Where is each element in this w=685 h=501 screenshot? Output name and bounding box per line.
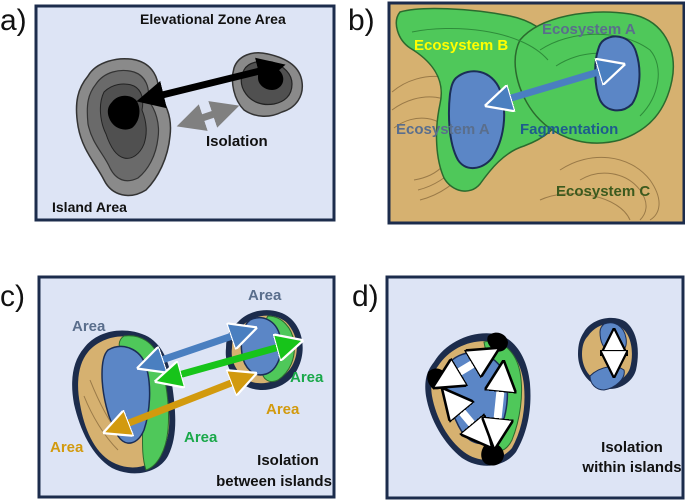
isolation-within-line2: within islands [581,459,681,476]
isolation-label: Isolation [206,133,268,150]
black-isolation-arrow [136,57,286,109]
area-label-top-left: Area [72,318,106,335]
gray-isolation-arrow [176,101,240,131]
panel-d-letter: d) [352,280,379,313]
fragmentation-label: Fagmentation [520,121,618,138]
area-label-top-right: Area [248,287,282,304]
ecosystem-a-label-right: Ecosystem A [542,21,636,38]
panel-b-letter: b) [348,4,375,37]
elevational-zone-area-label: Elevational Zone Area [140,11,286,27]
area-label-gold-right: Area [266,401,300,418]
panel-b: b) Ecosystem B Ecosystem A Ecosystem A F… [348,1,685,225]
ecosystem-b-label: Ecosystem B [414,37,508,54]
area-label-green-bottom: Area [184,429,218,446]
isolation-within-line1: Isolation [601,439,663,456]
isolation-between-line1: Isolation [257,452,319,469]
panel-a: a) Elevational Zone Area Isolation Islan… [0,4,336,222]
ecosystem-a-label-left: Ecosystem A [396,121,490,138]
white-arrow-2 [452,400,482,436]
white-arrow-1 [446,356,486,380]
island-area-label: Island Area [52,199,127,215]
area-label-gold-left: Area [50,439,84,456]
fragmentation-arrow [498,68,612,102]
panel-d: d) Isolation within islands [352,275,685,500]
isolation-between-line2: between islands [216,473,332,490]
area-label-green-right: Area [290,369,324,386]
panel-c: c) Area Area Area Area Area Area Isolati… [0,275,336,499]
panel-a-letter: a) [0,4,27,37]
ecosystem-c-label: Ecosystem C [556,183,650,200]
panel-c-letter: c) [0,280,25,313]
white-arrow-3 [496,376,502,434]
area-gold-arrow [116,378,244,428]
